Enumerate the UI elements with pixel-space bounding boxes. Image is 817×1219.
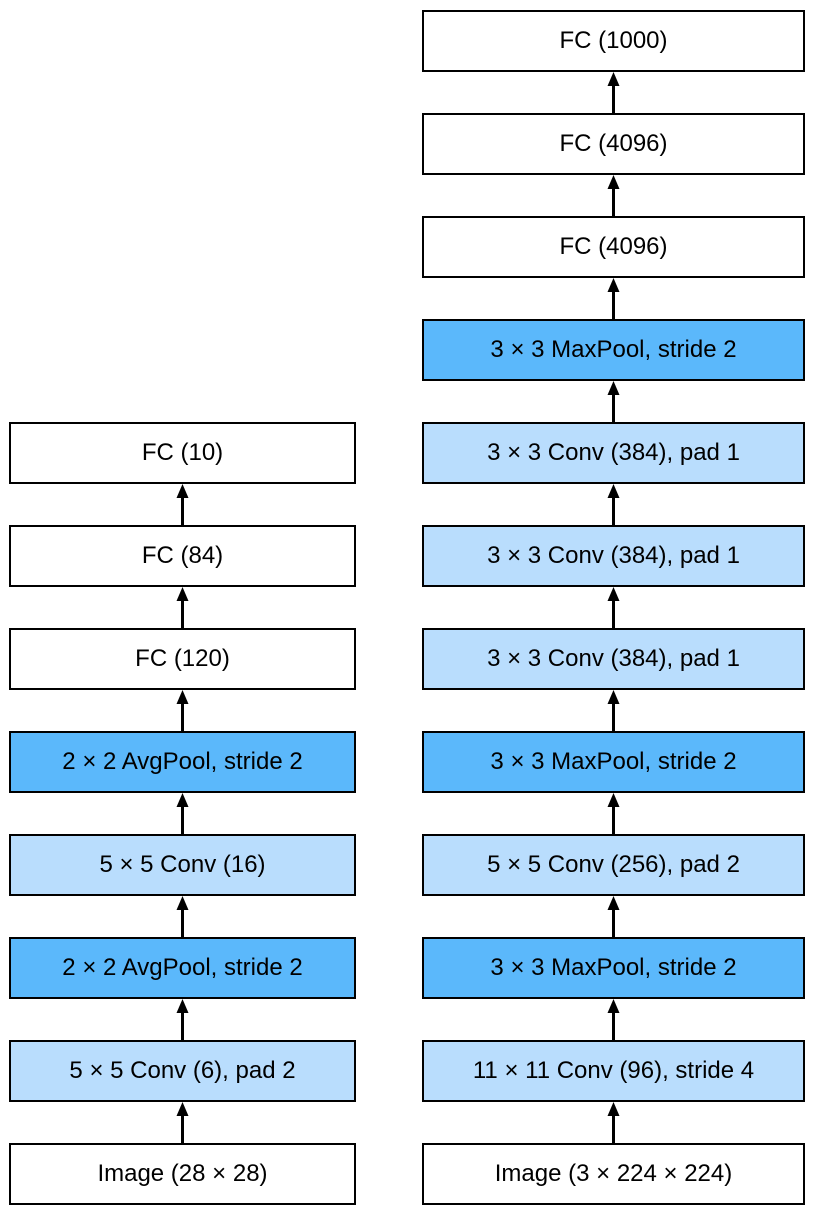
lenet-layer-5-x-5-conv-6-pad-2: 5 × 5 Conv (6), pad 2 [9,1040,356,1102]
lenet-layer-2-x-2-avgpool-stride-2: 2 × 2 AvgPool, stride 2 [9,731,356,793]
alexnet-arrow [607,793,620,834]
lenet-arrow [176,484,189,525]
alexnet-layer-3-x-3-conv-384-pad-1: 3 × 3 Conv (384), pad 1 [422,525,805,587]
lenet-layer-2-x-2-avgpool-stride-2: 2 × 2 AvgPool, stride 2 [9,937,356,999]
alexnet-layer-3-x-3-conv-384-pad-1: 3 × 3 Conv (384), pad 1 [422,628,805,690]
alexnet-layer-3-x-3-maxpool-stride-2: 3 × 3 MaxPool, stride 2 [422,937,805,999]
alexnet-layer-3-x-3-maxpool-stride-2: 3 × 3 MaxPool, stride 2 [422,731,805,793]
lenet-arrow [176,587,189,628]
alexnet-arrow [607,690,620,731]
lenet-arrow [176,1102,189,1143]
lenet-arrow [176,793,189,834]
alexnet-arrow [607,278,620,319]
alexnet-layer-image-3-x-224-x-224: Image (3 × 224 × 224) [422,1143,805,1205]
alexnet-arrow [607,587,620,628]
alexnet-arrow [607,1102,620,1143]
lenet-layer-image-28-x-28: Image (28 × 28) [9,1143,356,1205]
lenet-arrow [176,896,189,937]
alexnet-arrow [607,381,620,422]
alexnet-arrow [607,175,620,216]
lenet-layer-fc-10: FC (10) [9,422,356,484]
alexnet-layer-3-x-3-conv-384-pad-1: 3 × 3 Conv (384), pad 1 [422,422,805,484]
alexnet-layer-fc-4096: FC (4096) [422,216,805,278]
lenet-layer-fc-84: FC (84) [9,525,356,587]
alexnet-arrow [607,896,620,937]
alexnet-arrow [607,72,620,113]
alexnet-layer-3-x-3-maxpool-stride-2: 3 × 3 MaxPool, stride 2 [422,319,805,381]
alexnet-arrow [607,999,620,1040]
alexnet-arrow [607,484,620,525]
alexnet-layer-11-x-11-conv-96-stride-4: 11 × 11 Conv (96), stride 4 [422,1040,805,1102]
alexnet-layer-fc-1000: FC (1000) [422,10,805,72]
lenet-layer-5-x-5-conv-16: 5 × 5 Conv (16) [9,834,356,896]
alexnet-layer-fc-4096: FC (4096) [422,113,805,175]
lenet-layer-fc-120: FC (120) [9,628,356,690]
lenet-arrow [176,690,189,731]
lenet-arrow [176,999,189,1040]
alexnet-layer-5-x-5-conv-256-pad-2: 5 × 5 Conv (256), pad 2 [422,834,805,896]
